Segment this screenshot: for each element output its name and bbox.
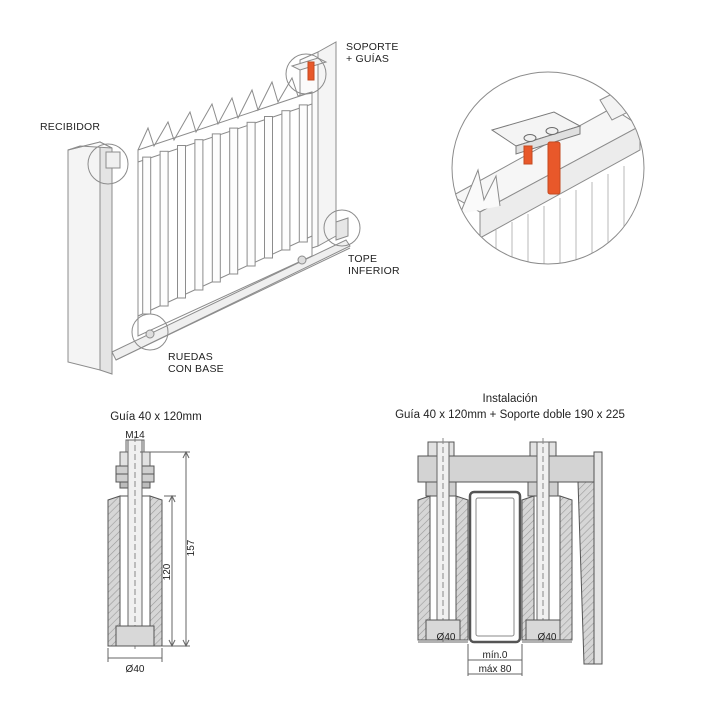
install-gap-max: máx 80 — [479, 664, 512, 675]
support-bracket — [290, 57, 328, 81]
gate-picket — [177, 145, 186, 299]
callout-receiver — [87, 143, 129, 185]
install-title-1: Instalación — [483, 393, 538, 405]
gate-picket — [229, 127, 239, 275]
guide-left — [417, 438, 469, 644]
install-diameter-left: Ø40 — [437, 632, 456, 643]
gate-picket — [211, 133, 221, 283]
callouts — [87, 53, 361, 351]
bottom-stop — [335, 217, 349, 241]
wheel-right — [297, 255, 307, 265]
callout-stop — [323, 209, 361, 247]
guide-height-guide: 120 — [162, 563, 173, 580]
callout-wheels — [131, 313, 169, 351]
receiver-post — [67, 141, 121, 375]
guide-orange — [307, 61, 315, 81]
install-drawing: Instalación Guía 40 x 120mm + Soporte do… — [395, 393, 625, 676]
label-guias: + GUÍAS — [346, 52, 389, 65]
label-inferior: INFERIOR — [348, 265, 400, 277]
zoom-detail — [451, 71, 645, 265]
guide-drawing: Guía 40 x 120mm M14 — [107, 411, 202, 675]
gate-pickets — [142, 104, 308, 315]
guide-title: Guía 40 x 120mm — [110, 411, 201, 423]
gate-picket — [159, 150, 169, 307]
gate-picket — [264, 116, 273, 259]
label-recibidor: RECIBIDOR — [40, 121, 100, 133]
gate-picket — [194, 139, 204, 291]
bottom-rail — [111, 239, 351, 361]
guide-right — [521, 438, 573, 644]
gate-picket — [281, 110, 291, 251]
label-con-base: CON BASE — [168, 363, 224, 375]
guide-height-total: 157 — [186, 539, 197, 556]
guide-thread-label: M14 — [125, 430, 145, 441]
gate-picket — [142, 156, 152, 315]
install-diameter-right: Ø40 — [538, 632, 557, 643]
gate-picket — [298, 104, 308, 243]
install-gap-min: mín.0 — [482, 650, 507, 661]
guide-diameter: Ø40 — [126, 664, 145, 675]
label-ruedas: RUEDAS — [168, 351, 213, 363]
callout-support — [285, 53, 327, 95]
gate-profile — [468, 490, 522, 644]
gate-picket — [246, 121, 256, 267]
label-soporte: SOPORTE — [346, 41, 399, 53]
gate-illustration — [67, 41, 351, 375]
install-title-2: Guía 40 x 120mm + Soporte doble 190 x 22… — [395, 409, 625, 421]
wheel-left — [145, 329, 155, 339]
label-tope: TOPE — [348, 253, 377, 265]
